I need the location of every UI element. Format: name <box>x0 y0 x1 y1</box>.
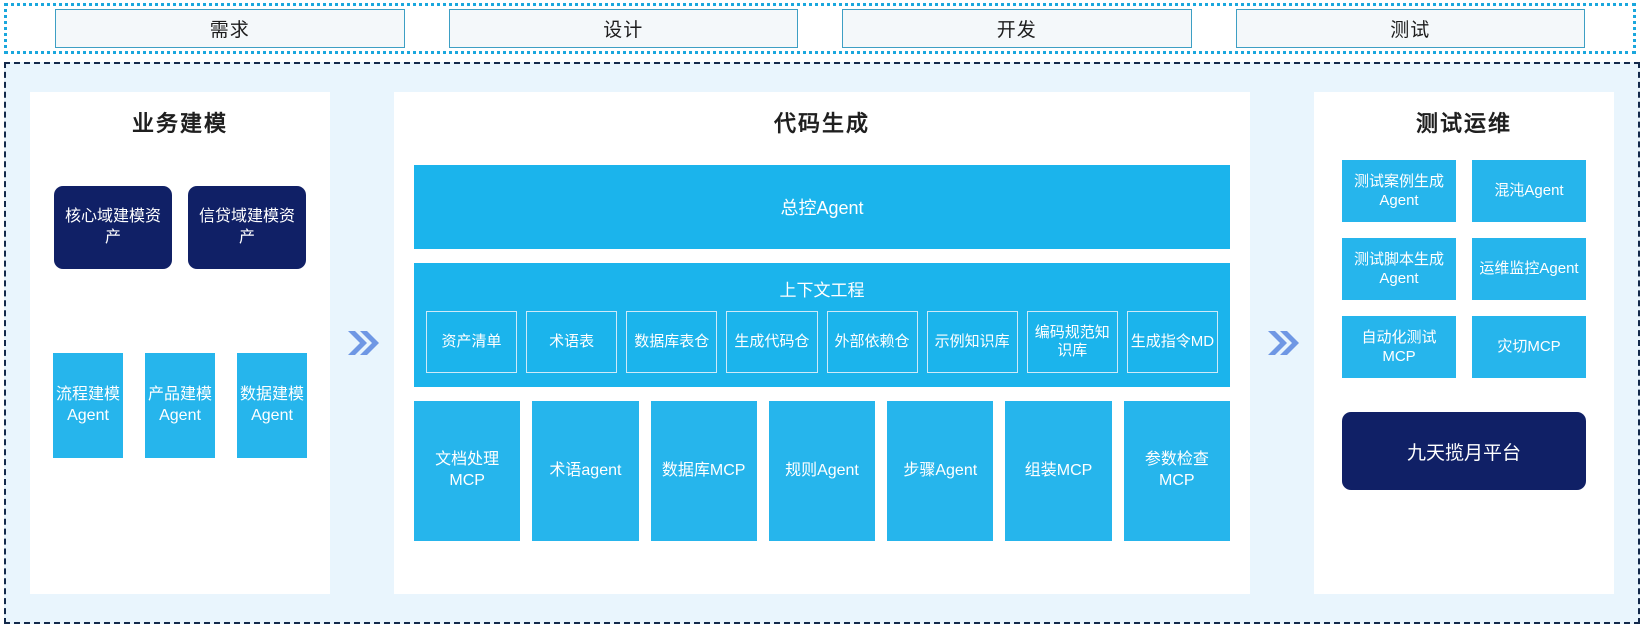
code-generation-content: 总控Agent 上下文工程 资产清单 术语表 数据库表仓 <box>394 142 1250 541</box>
tool-box-rule-agent[interactable]: 规则Agent <box>768 401 876 541</box>
tool-box-assembly-mcp[interactable]: 组装MCP <box>1005 401 1112 541</box>
tool-box-label: 术语agent <box>549 461 622 479</box>
panel-title-business-modeling: 业务建模 <box>131 111 228 136</box>
test-ops-cell-automated-testing-mcp[interactable]: 自动化测试MCP <box>1342 316 1456 378</box>
phase-box-development[interactable]: 开发 <box>842 9 1192 48</box>
platform-box-jiutian-lanyue[interactable]: 九天揽月平台 <box>1342 412 1586 490</box>
context-item-label: 术语表 <box>549 332 595 350</box>
context-item-label: 示例知识库 <box>934 332 1010 350</box>
test-ops-cell-test-script-generation-agent[interactable]: 测试脚本生成Agent <box>1342 238 1456 300</box>
double-chevron-right-icon <box>1268 331 1299 355</box>
agent-box-label: 数据建模Agent <box>239 385 304 424</box>
context-item-label: 编码规范知识库 <box>1034 323 1110 359</box>
phase-box-design[interactable]: 设计 <box>448 9 798 48</box>
phase-label: 需求 <box>209 20 250 41</box>
tool-box-label: 文档处理MCP <box>435 451 500 489</box>
agent-box-data-modeling[interactable]: 数据建模Agent <box>237 353 307 458</box>
context-item-db-table-repo[interactable]: 数据库表仓 <box>626 311 718 373</box>
context-item-generated-code-repo[interactable]: 生成代码仓 <box>726 311 818 373</box>
main-region: 业务建模 核心域建模资产 信贷域建模资产 流程建模Agent 产品建模Agent… <box>4 62 1640 624</box>
tool-box-step-agent[interactable]: 步骤Agent <box>887 401 994 541</box>
context-item-label: 资产清单 <box>441 332 502 350</box>
panel-title-code-generation: 代码生成 <box>773 111 870 136</box>
arrow-left-to-center <box>330 64 394 622</box>
master-control-agent-label: 总控Agent <box>780 198 864 218</box>
tool-box-label: 数据库MCP <box>661 461 746 479</box>
test-ops-cell-disaster-switch-mcp[interactable]: 灾切MCP <box>1472 316 1586 378</box>
phase-box-testing[interactable]: 测试 <box>1235 9 1585 48</box>
agent-box-label: 产品建模Agent <box>147 385 212 424</box>
panel-code-generation: 代码生成 总控Agent 上下文工程 资产清单 术语表 <box>394 92 1250 594</box>
phase-box-requirements[interactable]: 需求 <box>55 9 405 48</box>
test-ops-cell-test-case-generation-agent[interactable]: 测试案例生成Agent <box>1342 160 1456 222</box>
asset-box-label: 核心域建模资产 <box>64 208 161 246</box>
asset-box-credit-domain[interactable]: 信贷域建模资产 <box>188 186 306 269</box>
master-control-agent-box[interactable]: 总控Agent <box>414 165 1230 249</box>
context-item-label: 生成指令MD <box>1130 332 1215 350</box>
agent-box-label: 流程建模Agent <box>55 385 120 424</box>
agent-box-product-modeling[interactable]: 产品建模Agent <box>145 353 215 458</box>
arrow-center-to-right <box>1250 64 1314 622</box>
test-ops-cell-label: 测试脚本生成Agent <box>1353 250 1444 287</box>
context-item-label: 外部依赖仓 <box>834 332 910 350</box>
asset-box-core-domain[interactable]: 核心域建模资产 <box>54 186 172 269</box>
modeling-agent-group: 流程建模Agent 产品建模Agent 数据建模Agent <box>53 353 307 458</box>
context-engineering-title: 上下文工程 <box>779 281 865 300</box>
phase-label: 设计 <box>603 20 644 41</box>
tool-box-label: 组装MCP <box>1024 461 1093 479</box>
asset-box-group: 核心域建模资产 信贷域建模资产 <box>54 186 306 269</box>
test-ops-cell-label: 测试案例生成Agent <box>1353 172 1444 209</box>
test-ops-cell-label: 自动化测试MCP <box>1361 328 1437 365</box>
asset-box-label: 信贷域建模资产 <box>198 208 295 246</box>
tool-box-group: 文档处理MCP 术语agent 数据库MCP 规则Agent 步骤Agent <box>414 401 1230 541</box>
panel-business-modeling: 业务建模 核心域建模资产 信贷域建模资产 流程建模Agent 产品建模Agent… <box>30 92 330 594</box>
panel-test-operations: 测试运维 测试案例生成Agent 混沌Agent 测试脚本生成Agent 运维监… <box>1314 92 1614 594</box>
tool-box-document-processing-mcp[interactable]: 文档处理MCP <box>414 401 521 541</box>
phase-label: 测试 <box>1390 20 1431 41</box>
context-engineering-block: 上下文工程 资产清单 术语表 数据库表仓 生成代码仓 <box>414 263 1230 387</box>
platform-box-label: 九天揽月平台 <box>1406 442 1521 464</box>
agent-box-process-modeling[interactable]: 流程建模Agent <box>53 353 123 458</box>
tool-box-parameter-check-mcp[interactable]: 参数检查MCP <box>1123 401 1230 541</box>
panel-title-test-operations: 测试运维 <box>1415 111 1512 136</box>
test-ops-cell-chaos-agent[interactable]: 混沌Agent <box>1472 160 1586 222</box>
tool-box-label: 参数检查MCP <box>1144 451 1209 489</box>
context-item-group: 资产清单 术语表 数据库表仓 生成代码仓 外部依赖仓 <box>426 311 1218 373</box>
context-item-label: 生成代码仓 <box>734 332 810 350</box>
tool-box-glossary-agent[interactable]: 术语agent <box>532 401 639 541</box>
tool-box-database-mcp[interactable]: 数据库MCP <box>650 401 757 541</box>
context-item-example-knowledge-base[interactable]: 示例知识库 <box>926 311 1018 373</box>
phase-label: 开发 <box>996 20 1037 41</box>
test-ops-cell-group: 测试案例生成Agent 混沌Agent 测试脚本生成Agent 运维监控Agen… <box>1342 160 1586 378</box>
context-item-asset-inventory[interactable]: 资产清单 <box>426 311 518 373</box>
context-item-external-dependency-repo[interactable]: 外部依赖仓 <box>826 311 918 373</box>
test-ops-cell-label: 混沌Agent <box>1494 182 1564 200</box>
tool-box-label: 步骤Agent <box>903 461 978 479</box>
test-ops-cell-operations-monitoring-agent[interactable]: 运维监控Agent <box>1472 238 1586 300</box>
context-item-coding-standard-knowledge-base[interactable]: 编码规范知识库 <box>1026 311 1118 373</box>
context-item-generation-instruction-md[interactable]: 生成指令MD <box>1126 311 1218 373</box>
tool-box-label: 规则Agent <box>785 461 859 479</box>
test-ops-cell-label: 运维监控Agent <box>1479 260 1579 278</box>
phase-band: 需求 设计 开发 测试 <box>4 3 1636 54</box>
double-chevron-right-icon <box>348 331 379 355</box>
test-ops-cell-label: 灾切MCP <box>1497 338 1561 356</box>
context-item-glossary[interactable]: 术语表 <box>526 311 618 373</box>
context-item-label: 数据库表仓 <box>634 332 710 350</box>
